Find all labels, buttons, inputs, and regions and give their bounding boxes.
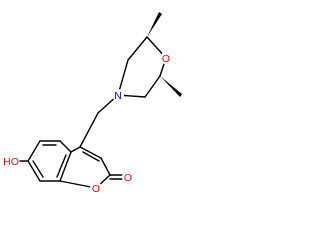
bond-c4a-c5 — [59, 140, 72, 153]
atom-n-bg — [112, 89, 124, 101]
bond-c4a-c4 — [70, 146, 81, 153]
methyl-groups — [147, 12, 182, 97]
bond-c4-c3 — [79, 146, 102, 159]
bond-c-c-upper-left — [127, 36, 148, 61]
atom-ho-bg — [2, 154, 19, 168]
bond-c7-c8 — [27, 160, 41, 182]
atom-o-ring-label: O — [162, 53, 170, 65]
atom-n-label: N — [114, 90, 122, 102]
pyranone-ring — [59, 146, 111, 189]
atom-o-lactone-label: O — [92, 183, 100, 195]
atom-o-carbonyl-bg — [122, 171, 134, 183]
bond-c8a-c4a-inner — [56, 154, 67, 178]
wedge-methyl-lower — [160, 76, 182, 97]
benzene-ring — [27, 140, 72, 182]
morpholine-ring — [117, 36, 167, 98]
molecule-structure: N O O O HO — [2, 12, 182, 195]
bond-c-c-lower-right — [144, 75, 161, 98]
bond-c4-c3-inner — [82, 151, 100, 162]
bond-c8a-c4a — [59, 151, 72, 182]
atom-o-carbonyl-label: O — [124, 172, 132, 184]
bond-c6-c7 — [27, 140, 41, 162]
atom-o-ring-bg — [160, 52, 172, 64]
bond-n-c-upper-left — [117, 59, 129, 96]
wedge-methyl-upper — [147, 12, 162, 37]
bond-o1-c8a — [59, 180, 97, 189]
bond-c4-ch2 — [79, 112, 99, 148]
bond-c7-c8-inner — [32, 160, 44, 178]
bond-c3-c2 — [100, 157, 111, 176]
atom-o-lactone-bg — [90, 182, 102, 194]
atom-ho-label: HO — [3, 156, 19, 168]
